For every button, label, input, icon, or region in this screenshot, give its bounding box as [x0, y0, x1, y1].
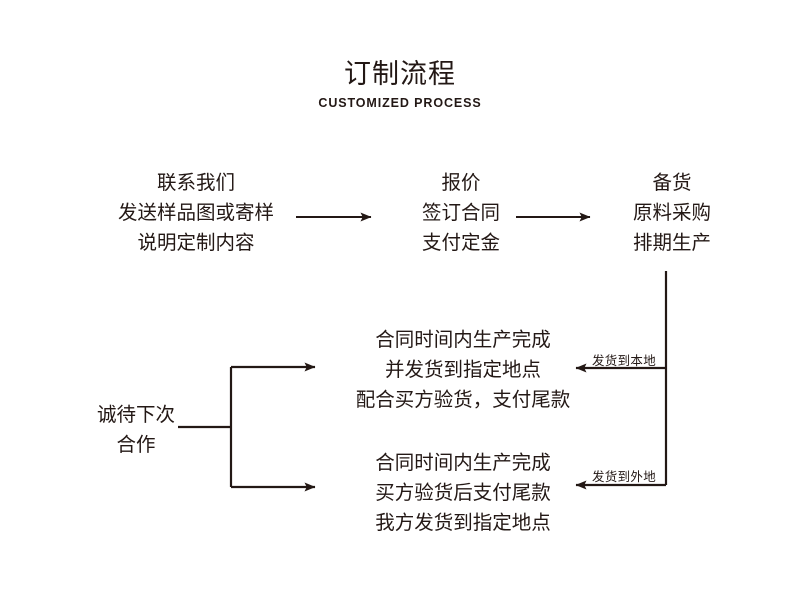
node-prepare-goods-line-2: 原料采购	[632, 202, 711, 225]
page-title: 订制流程	[344, 59, 456, 89]
node-contact-us-line-2: 发送样品图或寄样	[117, 202, 274, 225]
diagram-header: 订制流程 CUSTOMIZED PROCESS	[0, 58, 800, 110]
node-remote-delivery-line-2: 买方验货后支付尾款	[375, 482, 551, 505]
edge-label-remote-delivery: 发货到外地	[592, 470, 657, 484]
node-local-delivery-line-3: 配合买方验货，支付尾款	[355, 389, 571, 412]
node-remote-delivery-line-1: 合同时间内生产完成	[375, 452, 551, 474]
node-local-delivery: 合同时间内生产完成 并发货到指定地点 配合买方验货，支付尾款	[318, 325, 608, 416]
node-contact-us-line-1: 联系我们	[156, 172, 235, 194]
node-prepare-goods: 备货 原料采购 排期生产	[596, 168, 748, 259]
node-contact-us-line-3: 说明定制内容	[137, 232, 255, 255]
node-prepare-goods-line-1: 备货	[652, 172, 692, 194]
node-quote-contract-line-1: 报价	[441, 172, 481, 194]
node-remote-delivery: 合同时间内生产完成 买方验货后支付尾款 我方发货到指定地点	[318, 448, 608, 539]
node-quote-contract: 报价 签订合同 支付定金	[386, 168, 536, 259]
node-contact-us: 联系我们 发送样品图或寄样 说明定制内容	[80, 168, 312, 259]
node-local-delivery-line-2: 并发货到指定地点	[384, 359, 541, 382]
node-next-cooperation-line-1: 诚待下次	[96, 404, 175, 426]
node-prepare-goods-line-3: 排期生产	[632, 232, 711, 255]
page-subtitle: CUSTOMIZED PROCESS	[318, 96, 482, 111]
node-local-delivery-line-1: 合同时间内生产完成	[375, 329, 551, 351]
node-remote-delivery-line-3: 我方发货到指定地点	[375, 512, 551, 535]
edge-label-local-delivery: 发货到本地	[592, 354, 657, 368]
node-next-cooperation-line-2: 合作	[116, 434, 156, 457]
node-quote-contract-line-2: 签订合同	[421, 202, 500, 225]
node-quote-contract-line-3: 支付定金	[421, 232, 500, 255]
node-next-cooperation: 诚待下次 合作	[60, 400, 212, 460]
